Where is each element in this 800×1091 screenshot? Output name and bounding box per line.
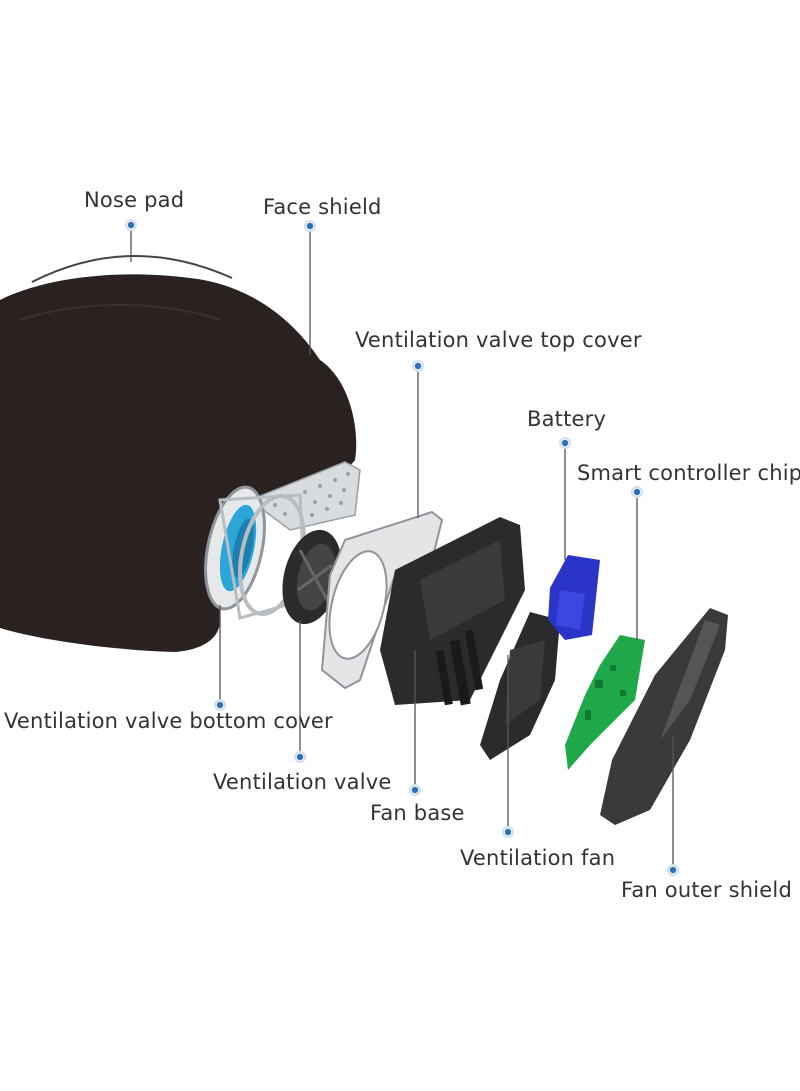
label-smart-chip: Smart controller chip xyxy=(577,461,800,485)
face-shield-plate xyxy=(248,461,361,531)
label-fan: Ventilation fan xyxy=(460,846,616,870)
label-valve-top-cover: Ventilation valve top cover xyxy=(355,328,642,352)
label-battery: Battery xyxy=(527,407,607,431)
label-face-shield: Face shield xyxy=(263,195,382,219)
label-valve: Ventilation valve xyxy=(213,770,392,794)
mask-body xyxy=(0,274,357,652)
label-valve-bottom-cover: Ventilation valve bottom cover xyxy=(4,709,333,733)
label-nose-pad: Nose pad xyxy=(84,188,185,212)
label-fan-outer-shield: Fan outer shield xyxy=(621,878,792,902)
label-fan-base: Fan base xyxy=(370,801,465,825)
smart-chip xyxy=(565,635,645,770)
label-dots xyxy=(125,219,679,876)
